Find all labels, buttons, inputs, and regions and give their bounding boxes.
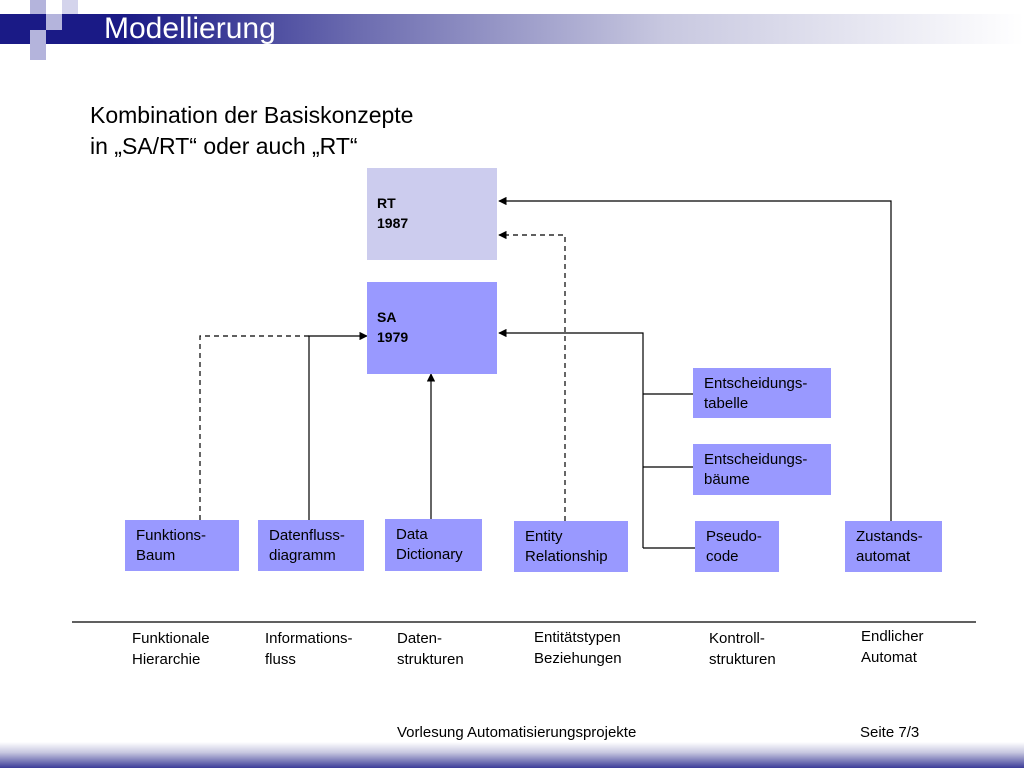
footer-band [0,742,1024,768]
logo-square-2 [30,0,46,14]
entity-relationship-line-2: Relationship [525,548,608,565]
datenflussdiagramm-box: Datenfluss- diagramm [258,520,364,571]
concept-informationsfluss-line-1: Informations- [265,630,353,647]
sa-label: SA [377,309,397,325]
concept-funktionale-hierarchie: Funktionale Hierarchie [132,628,210,670]
rt-box: RT 1987 [367,168,497,260]
concept-datenstrukturen-line-2: strukturen [397,651,464,668]
concept-kontrollstrukturen: Kontroll- strukturen [709,628,776,670]
entscheidungsbaeume-line-2: bäume [704,471,750,488]
subtitle-line-2: in „SA/RT“ oder auch „RT“ [90,133,358,159]
footer-course: Vorlesung Automatisierungsprojekte [397,724,637,741]
concept-entitaetstypen-line-1: Entitätstypen [534,629,621,646]
concept-entitaetstypen-line-2: Beziehungen [534,650,622,667]
logo-square-5 [30,30,46,46]
concept-datenstrukturen: Daten- strukturen [397,628,464,670]
connector-entity-rt [498,230,566,521]
pseudocode-line-2: code [706,548,739,565]
entscheidungstabelle-box: Entscheidungs- tabelle [693,368,831,418]
zustandsautomat-line-2: automat [856,548,911,565]
slide-title: Modellierung [104,12,276,45]
funktionsbaum-box: Funktions- Baum [125,520,239,571]
funktionsbaum-line-2: Baum [136,547,176,564]
logo-square-3 [46,14,62,30]
entscheidungsbaeume-box: Entscheidungs- bäume [693,444,831,495]
sa-box: SA 1979 [367,282,497,374]
rt-year: 1987 [377,215,409,231]
subtitle-line-1: Kombination der Basiskonzepte [90,102,414,128]
entscheidungstabelle-line-1: Entscheidungs- [704,375,808,392]
data-dictionary-line-2: Dictionary [396,546,463,563]
concept-informationsfluss-line-2: fluss [265,651,296,668]
concept-endlicher-automat-line-2: Automat [861,649,917,666]
logo-square-4 [62,0,78,14]
concept-entitaetstypen: Entitätstypen Beziehungen [534,627,622,669]
logo-square-1 [14,14,30,30]
logo-square-6 [62,30,78,44]
concept-funktionale-hierarchie-line-2: Hierarchie [132,651,201,668]
entscheidungstabelle-line-2: tabelle [704,395,749,412]
concept-datenstrukturen-line-1: Daten- [397,630,443,647]
datenflussdiagramm-line-1: Datenfluss- [269,527,345,544]
datenflussdiagramm-line-2: diagramm [269,547,336,564]
zustandsautomat-box: Zustands- automat [845,521,942,572]
concept-endlicher-automat-line-1: Endlicher [861,628,924,645]
footer-page-number: Seite 7/3 [860,724,920,741]
header-band [0,14,1024,44]
concept-kontrollstrukturen-line-2: strukturen [709,651,776,668]
connector-datenfluss-sa [308,331,368,520]
connector-funktionsbaum-sa [199,335,309,520]
connector-zustandsautomat-rt [498,196,892,521]
concept-endlicher-automat: Endlicher Automat [861,626,924,668]
concept-informationsfluss: Informations- fluss [265,628,353,670]
entity-relationship-line-1: Entity [525,528,563,545]
logo-square-7 [30,46,46,60]
rt-label: RT [377,195,396,211]
data-dictionary-box: Data Dictionary [385,519,482,571]
entity-relationship-box: Entity Relationship [514,521,628,572]
funktionsbaum-line-1: Funktions- [136,527,207,544]
entscheidungsbaeume-line-1: Entscheidungs- [704,451,808,468]
data-dictionary-line-1: Data [396,526,428,543]
slide-subtitle: Kombination der Basiskonzepte in „SA/RT“… [90,100,413,162]
concept-kontrollstrukturen-line-1: Kontroll- [709,630,765,647]
concept-funktionale-hierarchie-line-1: Funktionale [132,630,210,647]
pseudocode-box: Pseudo- code [695,521,779,572]
pseudocode-line-1: Pseudo- [706,528,762,545]
zustandsautomat-line-1: Zustands- [856,528,923,545]
connector-kontroll-sa [498,328,644,548]
sa-year: 1979 [377,329,409,345]
